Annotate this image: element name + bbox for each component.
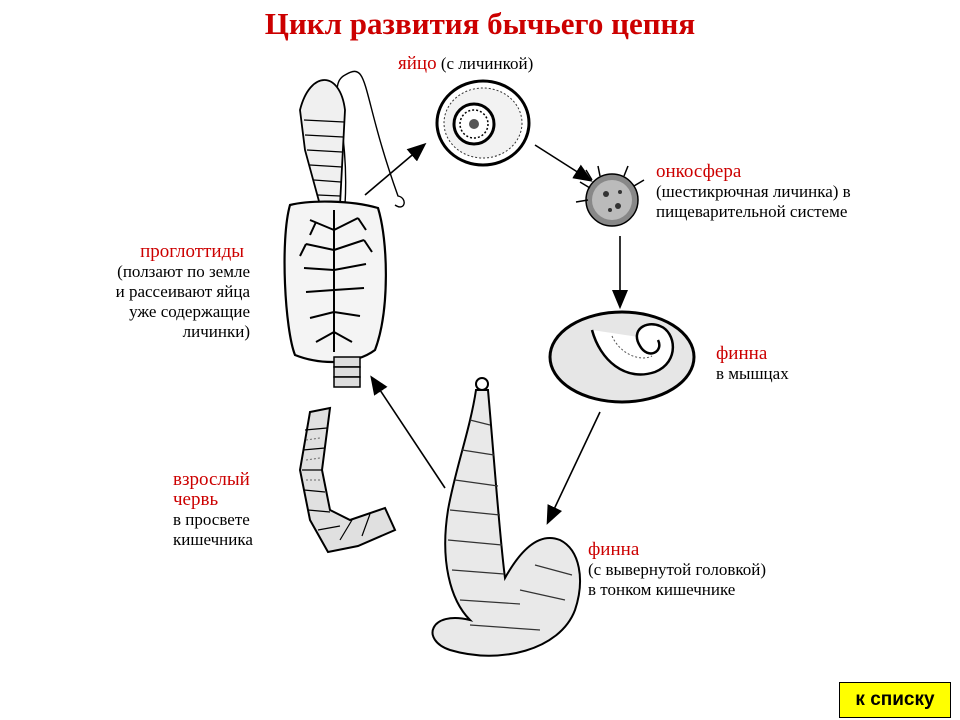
proglottid-chain-illustration xyxy=(283,70,405,388)
arrow-adult-to-proglottid xyxy=(370,375,446,489)
diagram-title: Цикл развития бычьего цепня xyxy=(264,6,696,41)
label-adult-worm: взрослый червь в просвете кишечника xyxy=(173,469,253,550)
label-oncosphere: онкосфера (шестикрючная личинка) в пищев… xyxy=(656,161,851,222)
egg-illustration xyxy=(435,79,531,167)
label-finna-muscle: финна в мышцах xyxy=(716,343,789,384)
adult-worm-illustration xyxy=(298,406,397,554)
label-proglottids: проглоттиды (ползают по земле и рассеива… xyxy=(115,241,250,342)
arrow-finna-to-intestine xyxy=(546,411,601,525)
label-egg: яйцо (с личинкой) xyxy=(398,53,534,74)
oncosphere-illustration xyxy=(575,165,645,227)
label-finna-intestine: финна (с вывернутой головкой) в тонком к… xyxy=(588,539,767,600)
arrow-egg-to-oncosphere xyxy=(534,144,593,182)
finna-intestine-illustration xyxy=(431,377,581,657)
finna-muscle-illustration xyxy=(548,310,696,404)
arrow-proglottid-to-egg xyxy=(364,142,427,196)
back-to-list-button[interactable]: к списку xyxy=(839,682,951,718)
